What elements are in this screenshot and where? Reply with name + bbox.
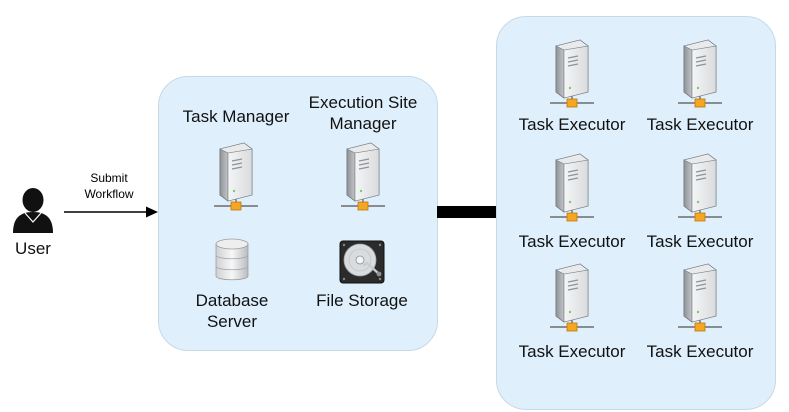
task-executor-label: Task Executor	[518, 342, 626, 361]
task-executor-label: Task Executor	[518, 232, 626, 251]
user-node: User	[8, 186, 58, 259]
server-icon	[214, 141, 258, 211]
database-server-label-line2: Server	[206, 312, 258, 331]
task-executor-label: Task Executor	[646, 232, 754, 251]
user-label: User	[15, 239, 51, 258]
submit-label-line1: Submit	[90, 171, 128, 185]
server-icon	[678, 152, 722, 222]
file-storage-label: File Storage	[316, 291, 408, 310]
submit-workflow-label: Submit Workflow	[74, 170, 144, 202]
database-icon	[215, 238, 249, 281]
task-manager-node: Task Manager	[172, 106, 300, 211]
database-server-node: Database Server	[172, 236, 292, 332]
task-executor-node: Task Executor	[638, 262, 762, 362]
task-executor-node: Task Executor	[510, 152, 634, 252]
server-icon	[341, 141, 385, 211]
task-executor-node: Task Executor	[510, 38, 634, 135]
execution-site-manager-label-line2: Manager	[329, 114, 397, 133]
server-icon	[550, 38, 594, 108]
executor-site-panel	[496, 16, 776, 410]
server-icon	[550, 262, 594, 332]
site-connector	[437, 206, 497, 218]
database-server-label-line1: Database	[195, 291, 269, 310]
submit-workflow-arrow	[64, 206, 158, 218]
task-executor-label: Task Executor	[646, 342, 754, 361]
task-manager-label: Task Manager	[182, 107, 290, 126]
execution-site-manager-node: Execution Site Manager	[296, 92, 430, 211]
user-icon	[13, 188, 53, 233]
server-icon	[678, 262, 722, 332]
task-executor-label: Task Executor	[518, 115, 626, 134]
task-executor-node: Task Executor	[638, 38, 762, 135]
submit-label-line2: Workflow	[84, 187, 134, 201]
hard-drive-icon	[339, 240, 385, 284]
task-executor-node: Task Executor	[638, 152, 762, 252]
manager-site-panel	[158, 76, 438, 351]
server-icon	[550, 152, 594, 222]
task-executor-label: Task Executor	[646, 115, 754, 134]
server-icon	[678, 38, 722, 108]
execution-site-manager-label-line1: Execution Site	[308, 93, 418, 112]
task-executor-node: Task Executor	[510, 262, 634, 362]
file-storage-node: File Storage	[304, 238, 420, 311]
